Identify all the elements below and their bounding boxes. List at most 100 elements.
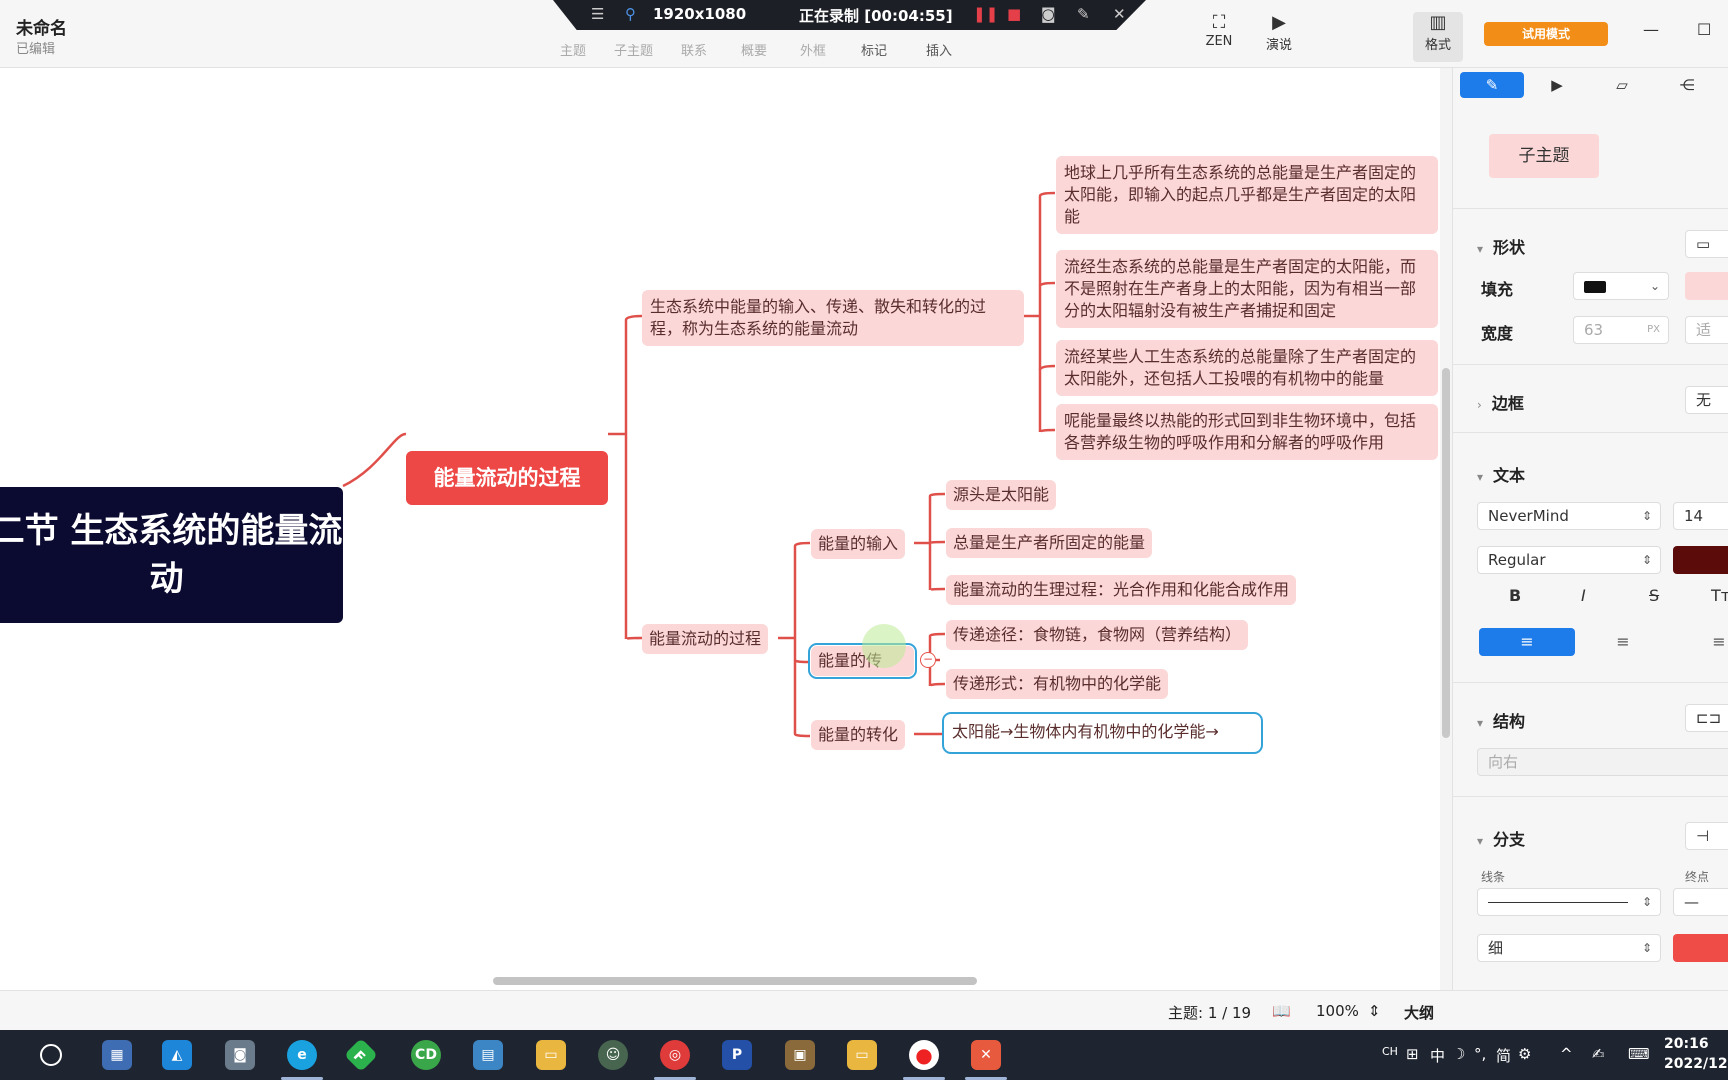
control-panel-icon[interactable]: ▤ <box>473 1040 503 1070</box>
align-right-icon[interactable]: ≡ <box>1712 632 1726 651</box>
border-select[interactable]: 无 <box>1685 386 1728 414</box>
ime-simplified[interactable]: 简 <box>1496 1047 1512 1065</box>
line-style-select[interactable]: ⇕ <box>1477 888 1661 916</box>
font-family-select[interactable]: NeverMind⇕ <box>1477 502 1661 530</box>
branch-process[interactable]: 能量流动的过程 <box>642 624 769 654</box>
folder-icon[interactable]: ▭ <box>847 1040 877 1070</box>
search-circle-icon[interactable] <box>40 1044 62 1066</box>
structure-icon[interactable]: ⊏⊐ <box>1685 704 1728 732</box>
menu-topic[interactable]: 主题 <box>560 44 587 59</box>
leaf-physiological-process[interactable]: 能量流动的生理过程：光合作用和化能合成作用 <box>946 575 1297 605</box>
collapse-toggle-icon[interactable]: − <box>920 652 936 668</box>
menu-summary[interactable]: 概要 <box>741 44 768 59</box>
horizontal-scrollbar[interactable] <box>493 977 977 985</box>
ime-grid-icon[interactable]: ⊞ <box>1406 1045 1419 1063</box>
main-topic[interactable]: 能量流动的过程 <box>406 451 608 505</box>
ime-chinese[interactable]: 中 <box>1430 1047 1446 1065</box>
photos-icon[interactable]: ◭ <box>162 1040 192 1070</box>
chevron-up-icon[interactable]: ^ <box>1560 1045 1573 1063</box>
leaf-artificial-ecosystem[interactable]: 流经某些人工生态系统的总能量除了生产者固定的太阳能外，还包括人工投喂的有机物中的… <box>1056 340 1438 396</box>
menu-subtopic[interactable]: 子主题 <box>614 44 654 59</box>
trial-mode-button[interactable]: 试用模式 <box>1484 22 1608 46</box>
present-tab-icon[interactable]: ▶ <box>1551 76 1563 94</box>
line-end-select[interactable]: — <box>1673 888 1728 916</box>
ime-language[interactable]: CH <box>1382 1045 1398 1058</box>
keyboard-icon[interactable]: ⌨ <box>1628 1045 1650 1063</box>
topic-energy-transform[interactable]: 能量的转化 <box>811 720 906 750</box>
close-icon[interactable]: ✕ <box>1113 5 1126 23</box>
branch-style-icon[interactable]: ⊣ <box>1685 822 1728 850</box>
style-tab-icon[interactable]: ✎ <box>1460 72 1524 98</box>
branch-color-swatch[interactable] <box>1673 934 1728 962</box>
topic-energy-input[interactable]: 能量的输入 <box>811 529 906 559</box>
text-color-swatch[interactable] <box>1673 546 1728 574</box>
border-section[interactable]: ›边框 <box>1477 394 1524 413</box>
fit-width-button[interactable]: 适 <box>1685 316 1728 344</box>
mindmap-canvas[interactable]: 二节 生态系统的能量流动 能量流动的过程 生态系统中能量的输入、传递、散失和转化… <box>0 68 1440 990</box>
record-icon[interactable]: ● <box>903 1040 945 1080</box>
structure-section[interactable]: ▾结构 <box>1477 712 1526 731</box>
shape-select-icon[interactable]: ▭ <box>1685 230 1728 258</box>
font-weight-select[interactable]: Regular⇕ <box>1477 546 1661 574</box>
branch-section[interactable]: ▾分支 <box>1477 830 1526 849</box>
shape-section[interactable]: ▾形状 <box>1477 238 1526 257</box>
present-button[interactable]: ▶ 演说 <box>1254 12 1304 53</box>
calculator-icon[interactable]: ▦ <box>102 1040 132 1070</box>
outline-button[interactable]: 大纲 <box>1404 1004 1435 1022</box>
p-app-icon[interactable]: P <box>722 1040 752 1070</box>
format-button[interactable]: ▥ 格式 <box>1413 12 1463 62</box>
avatar-app-icon[interactable]: ☺ <box>598 1040 628 1070</box>
netease-music-icon[interactable]: ◎ <box>654 1040 696 1080</box>
line-weight-select[interactable]: 细⇕ <box>1477 934 1661 962</box>
vertical-scrollbar[interactable] <box>1440 68 1452 990</box>
menu-relationship[interactable]: 联系 <box>681 44 708 59</box>
note-tab-icon[interactable]: ▱ <box>1616 76 1628 94</box>
outline-tab-icon[interactable]: ⋲ <box>1679 76 1695 94</box>
leaf-transfer-path[interactable]: 传递途径：食物链，食物网（营养结构） <box>946 620 1249 650</box>
minimize-icon[interactable]: — <box>1643 20 1659 39</box>
pen-tray-icon[interactable]: ✍ <box>1592 1045 1605 1063</box>
file-explorer-icon[interactable]: ▭ <box>536 1040 566 1070</box>
maximize-icon[interactable]: ☐ <box>1697 20 1712 39</box>
xmind-icon[interactable]: ✕ <box>965 1040 1007 1080</box>
text-section[interactable]: ▾文本 <box>1477 466 1526 485</box>
fill-preview-swatch[interactable] <box>1685 272 1728 300</box>
leaf-transfer-form[interactable]: 传递形式：有机物中的化学能 <box>946 669 1169 699</box>
editing-topic-input[interactable]: 太阳能→生物体内有机物中的化学能→ <box>942 712 1263 754</box>
align-center-icon[interactable]: ≡ <box>1616 632 1630 651</box>
pause-icon[interactable]: ❚❚ <box>973 5 999 23</box>
stop-icon[interactable]: ■ <box>1007 5 1022 23</box>
leaf-fixed-solar[interactable]: 流经生态系统的总能量是生产者固定的太阳能，而不是照射在生产者身上的太阳能，因为有… <box>1056 250 1438 328</box>
moon-icon[interactable]: ☽ <box>1452 1045 1466 1063</box>
minecraft-icon[interactable]: ▣ <box>785 1040 815 1070</box>
menu-boundary[interactable]: 外框 <box>800 44 827 59</box>
style-preview[interactable]: 子主题 <box>1489 134 1599 178</box>
green-app-icon[interactable]: F <box>344 1038 378 1072</box>
italic-icon[interactable]: I <box>1581 586 1586 605</box>
fill-color-select[interactable]: ⌄ <box>1573 272 1669 300</box>
punctuation-icon[interactable]: °, <box>1474 1045 1487 1063</box>
align-left-icon[interactable]: ≡ <box>1479 628 1575 656</box>
menu-marker[interactable]: 标记 <box>861 44 888 59</box>
bold-icon[interactable]: B <box>1509 586 1522 605</box>
menu-insert[interactable]: 插入 <box>926 44 953 59</box>
leaf-source-solar[interactable]: 源头是太阳能 <box>946 480 1057 510</box>
settings-gear-icon[interactable]: ⚙ <box>1518 1045 1532 1063</box>
text-case-icon[interactable]: Tт <box>1711 586 1728 605</box>
leaf-heat-loss[interactable]: 呢能量最终以热能的形式回到非生物环境中，包括各营养级生物的呼吸作用和分解者的呼吸… <box>1056 404 1438 460</box>
book-icon[interactable]: 📖 <box>1272 1002 1291 1020</box>
camera-icon[interactable]: ◙ <box>1041 5 1056 23</box>
leaf-total-energy[interactable]: 地球上几乎所有生态系统的总能量是生产者固定的太阳能，即输入的起点几乎都是生产者固… <box>1056 156 1438 234</box>
central-topic[interactable]: 二节 生态系统的能量流动 <box>0 487 343 623</box>
system-clock[interactable]: 20:16 2022/12 <box>1664 1034 1728 1074</box>
camera-app-icon[interactable]: ◙ <box>225 1040 255 1070</box>
zen-button[interactable]: ⛶ ZEN <box>1194 12 1244 49</box>
cd-app-icon[interactable]: CD <box>411 1040 441 1070</box>
edge-browser-icon[interactable]: e <box>281 1040 323 1080</box>
zoom-level[interactable]: 100% <box>1316 1002 1359 1020</box>
zoom-stepper-icon[interactable]: ⇕ <box>1368 1002 1381 1020</box>
menu-icon[interactable]: ☰ <box>591 5 605 23</box>
pin-icon[interactable]: ⚲ <box>625 5 636 23</box>
leaf-total-fixed[interactable]: 总量是生产者所固定的能量 <box>946 528 1153 558</box>
